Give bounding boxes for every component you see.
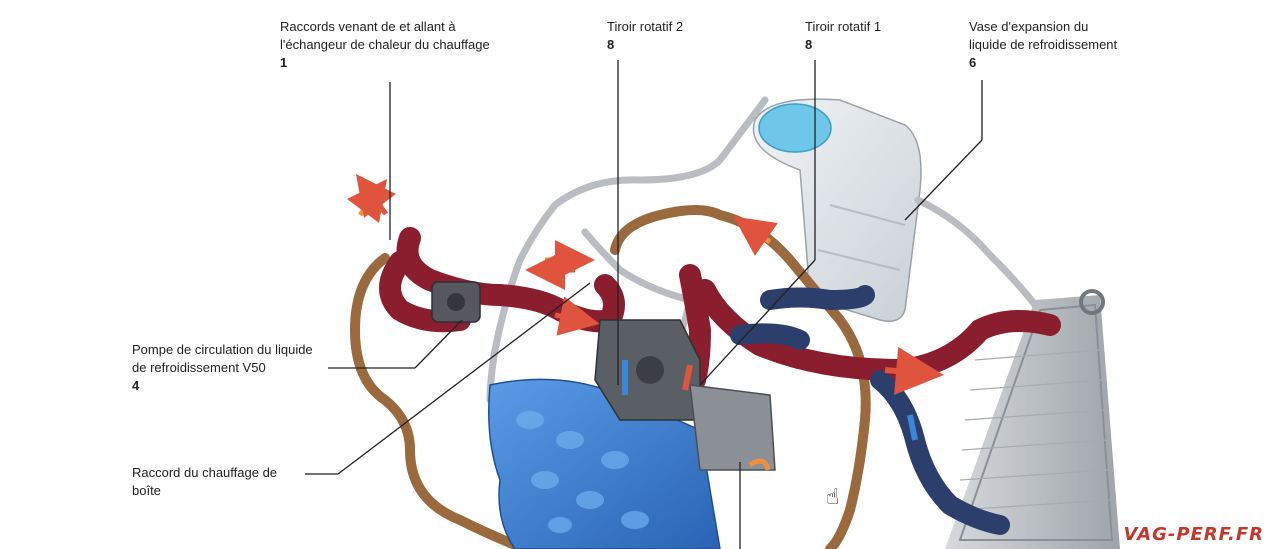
label-raccord-boite-line1: Raccord du chauffage de <box>132 465 278 480</box>
label-raccords-line2: l'échangeur de chaleur du chauffage <box>280 37 490 52</box>
label-tiroir-rotatif-2: Tiroir rotatif 2 8 <box>607 18 683 54</box>
hand-cursor-icon: ☝ <box>826 484 840 509</box>
label-raccord-boite-line2: boîte <box>132 483 161 498</box>
watermark-logo: VAG-PERF.FR <box>1123 524 1264 545</box>
label-vase-number: 6 <box>969 55 977 70</box>
label-vase-expansion: Vase d'expansion du liquide de refroidis… <box>969 18 1117 72</box>
label-pompe-line2: de refroidissement V50 <box>132 360 266 375</box>
label-pompe-number: 4 <box>132 378 140 393</box>
engine-block <box>488 378 721 549</box>
thermal-management-module <box>594 319 776 471</box>
expansion-tank <box>752 98 922 322</box>
label-raccords-line1: Raccords venant de et allant à <box>280 19 456 34</box>
radiator <box>945 289 1120 549</box>
label-raccords-number: 1 <box>280 55 288 70</box>
label-tiroir1-text: Tiroir rotatif 1 <box>805 19 882 34</box>
label-pompe-line1: Pompe de circulation du liquide <box>132 342 313 357</box>
label-tiroir-rotatif-1: Tiroir rotatif 1 8 <box>805 18 881 54</box>
label-tiroir2-number: 8 <box>607 37 615 52</box>
flow-arrows <box>347 174 944 471</box>
label-tiroir2-text: Tiroir rotatif 2 <box>607 19 684 34</box>
tank-cap <box>758 103 832 153</box>
pump-v50 <box>431 281 481 323</box>
label-vase-line2: liquide de refroidissement <box>969 37 1118 52</box>
label-raccords-chauffage: Raccords venant de et allant à l'échange… <box>280 18 490 72</box>
hot-hoses <box>379 227 1061 391</box>
label-tiroir1-number: 8 <box>805 37 813 52</box>
leader-lines <box>305 60 983 549</box>
label-pompe-circulation: Pompe de circulation du liquide de refro… <box>132 341 313 395</box>
label-vase-line1: Vase d'expansion du <box>969 19 1089 34</box>
label-raccord-chauffage-boite: Raccord du chauffage de boîte <box>132 464 277 500</box>
